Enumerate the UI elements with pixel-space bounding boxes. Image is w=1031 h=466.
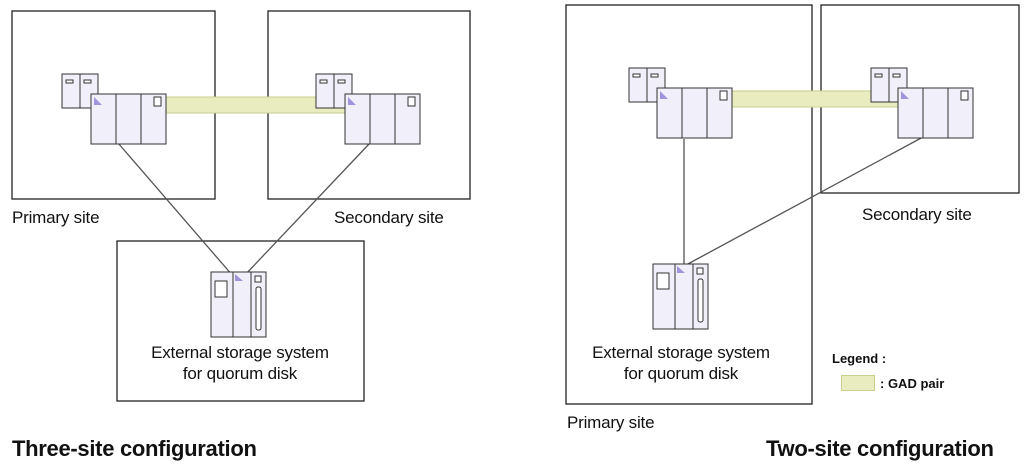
legend-title: Legend : [832,351,887,366]
external-storage-system-icon [652,263,709,330]
legend-swatch-gad-pair [841,375,875,391]
three-site-configuration [11,10,471,402]
primary-storage-system-icon [656,87,733,139]
external-storage-label-line2: for quorum disk [182,364,298,383]
primary-site-label: Primary site [567,413,655,432]
two-site-configuration [565,4,1020,405]
primary-site-label: Primary site [12,208,100,227]
three-site-title: Three-site configuration [12,436,257,461]
external-storage-label-line2: for quorum disk [623,364,739,383]
external-storage-system-icon [210,271,267,338]
quorum-connection-line [243,142,371,277]
quorum-connection-line [685,136,924,266]
external-storage-label-line1: External storage system [151,343,329,362]
secondary-storage-system-icon [897,87,974,139]
two-site-title: Two-site configuration [766,436,994,461]
secondary-site-label: Secondary site [862,205,972,224]
primary-site-box [565,4,813,405]
secondary-site-label: Secondary site [334,208,444,227]
primary-storage-system-icon [90,93,167,145]
legend-label-gad-pair: : GAD pair [880,376,945,391]
external-storage-label-line1: External storage system [592,343,770,362]
secondary-storage-system-icon [344,93,421,145]
quorum-connection-line [117,142,234,277]
